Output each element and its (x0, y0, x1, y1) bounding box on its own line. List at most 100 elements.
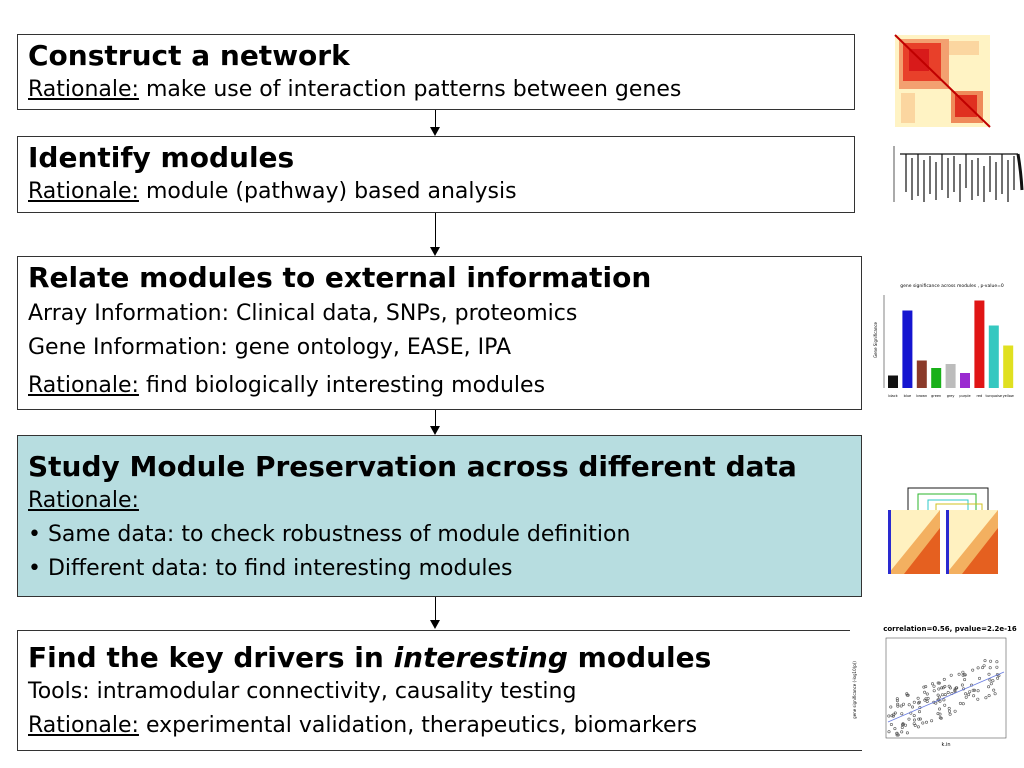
scatter-point (964, 695, 968, 699)
scatter-point (954, 686, 958, 690)
rationale-text: find biologically interesting modules (138, 373, 546, 398)
barplot-category-label: yellow (1003, 394, 1014, 398)
scatter-point (943, 703, 947, 707)
scatter-point (917, 717, 921, 721)
barplot-ylabel: Gene Significance (873, 321, 878, 358)
scatter-point (942, 698, 946, 702)
scatter-point (931, 682, 935, 686)
scatter-point (918, 710, 922, 714)
step-rationale: Rationale: module (pathway) based analys… (28, 175, 844, 209)
step-rationale: Rationale: make use of interaction patte… (28, 73, 844, 107)
scatter-point (991, 679, 995, 683)
step-line: Array Information: Clinical data, SNPs, … (28, 301, 578, 326)
scatter-point (941, 693, 945, 697)
scatter-point (925, 692, 929, 696)
barplot-category-label: red (977, 394, 983, 398)
scatter-point (964, 692, 968, 696)
scatter-point (992, 688, 996, 692)
scatter-point (988, 666, 992, 670)
step-title: Identify modules (28, 141, 295, 174)
scatter-point (940, 686, 944, 690)
scatter-point (987, 685, 991, 689)
scatter-xlabel: k.in (941, 742, 950, 748)
scatter-point (916, 696, 920, 700)
barplot-bar-yellow (1003, 345, 1014, 388)
scatter-point (889, 705, 893, 709)
scatter-point (983, 659, 987, 663)
step-title: Relate modules to external information (28, 261, 652, 294)
barplot-bar-turquoise (988, 325, 999, 388)
scatter-point (938, 699, 942, 703)
flow-arrow (430, 597, 440, 629)
scatter-point (925, 700, 929, 704)
scatter-point (921, 721, 925, 725)
scatter-point (938, 712, 942, 716)
scatter-point (946, 691, 950, 695)
scatter-point (937, 681, 941, 685)
title-part: modules (567, 641, 712, 674)
barplot-category-label: turquoise (986, 394, 1003, 398)
scatter-point (905, 731, 909, 735)
scatter-point (984, 696, 988, 700)
scatter-point (947, 706, 951, 710)
scatter-point (916, 725, 920, 729)
scatter-point (958, 701, 962, 705)
scatter-point (973, 688, 977, 692)
scatter-point (960, 683, 964, 687)
barplot-category-label: purple (959, 394, 970, 398)
step-module-preservation: Study Module Preservation across differe… (17, 435, 862, 597)
rationale-label: Rationale: (28, 713, 139, 738)
step-relate-modules: Relate modules to external information A… (17, 256, 862, 410)
scatter-point (972, 694, 976, 698)
scatter-point (976, 697, 980, 701)
scatter-point (895, 733, 899, 737)
scatter-point (889, 723, 893, 727)
scatter-point (942, 677, 946, 681)
scatter-point (890, 714, 894, 718)
scatter-point (923, 690, 927, 694)
scatter-point (936, 681, 940, 685)
scatter-point (963, 673, 967, 677)
scatter-ylabel: gene significance (-log10(p)) (852, 661, 857, 719)
flow-arrow (430, 410, 440, 435)
rationale-text: make use of interaction patterns between… (138, 77, 682, 102)
scatter-point (905, 692, 909, 696)
scatter-point (996, 676, 1000, 680)
rationale-label: Rationale: (28, 488, 139, 513)
barplot-category-label: black (888, 394, 898, 398)
barplot-bar-green (931, 368, 942, 388)
scatter-point (896, 704, 900, 708)
scatter-point (961, 670, 965, 674)
scatter-point (939, 716, 943, 720)
scatter-point (895, 697, 899, 701)
step-key-drivers: Find the key drivers in interesting modu… (17, 630, 862, 751)
scatter-point (895, 699, 899, 703)
scatter-point (891, 714, 895, 718)
step-title: Find the key drivers in interesting modu… (28, 641, 851, 675)
barplot-bar-red (974, 300, 985, 388)
scatter-point (987, 672, 991, 676)
title-emphasis: interesting (393, 641, 568, 674)
scatter-point (961, 702, 965, 706)
scatter-point (948, 709, 952, 713)
step-line: Tools: intramodular connectivity, causal… (28, 679, 577, 704)
scatter-point (924, 697, 928, 701)
scatter-point (987, 694, 991, 698)
scatter-point (949, 673, 953, 677)
scatter-point (912, 700, 916, 704)
title-part: Find the key drivers in (28, 641, 394, 674)
step-line: Gene Information: gene ontology, EASE, I… (28, 335, 512, 360)
rationale-label: Rationale: (28, 77, 139, 102)
rationale-label: Rationale: (28, 373, 139, 398)
barplot-bar-purple (960, 373, 970, 388)
scatter-point (989, 659, 993, 663)
scatter-point (993, 692, 997, 696)
scatter-point (938, 707, 942, 711)
scatter-point (901, 702, 905, 706)
scatter-point (963, 678, 967, 682)
scatter-point (968, 690, 972, 694)
scatter-point (907, 703, 911, 707)
scatter-point (947, 684, 951, 688)
scatter-point (957, 672, 961, 676)
rationale-text: experimental validation, therapeutics, b… (138, 713, 698, 738)
